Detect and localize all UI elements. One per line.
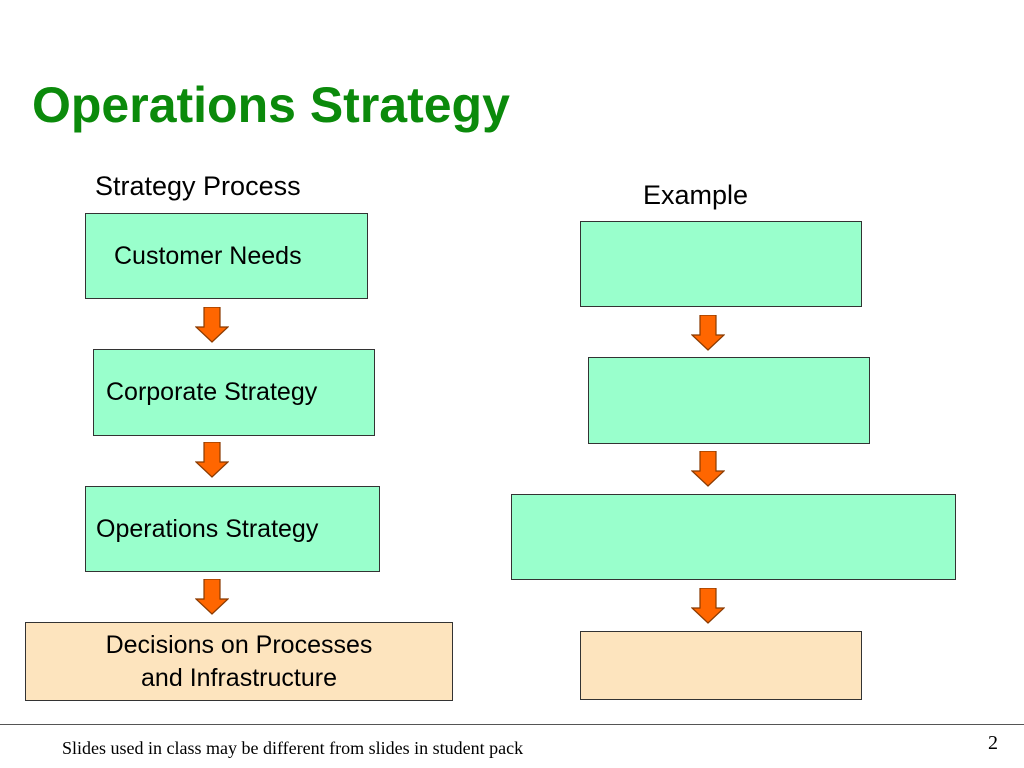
- process-step-decisions: Decisions on Processes and Infrastructur…: [25, 622, 453, 701]
- process-step-label: Decisions on Processes and Infrastructur…: [105, 630, 373, 692]
- process-step-label: Customer Needs: [114, 241, 302, 270]
- process-step-operations-strategy: Operations Strategy: [85, 486, 380, 572]
- example-step-2: [588, 357, 870, 444]
- process-step-customer-needs: Customer Needs: [85, 213, 368, 299]
- down-arrow-icon: [195, 442, 229, 478]
- example-step-4: [580, 631, 862, 700]
- down-arrow-icon: [691, 588, 725, 624]
- process-heading: Strategy Process: [95, 171, 301, 201]
- footer-divider: [0, 724, 1024, 725]
- down-arrow-icon: [691, 315, 725, 351]
- down-arrow-icon: [691, 451, 725, 487]
- example-heading: Example: [643, 180, 749, 210]
- example-step-3: [511, 494, 956, 580]
- down-arrow-icon: [195, 579, 229, 615]
- page-number: 2: [988, 732, 998, 754]
- down-arrow-icon: [195, 307, 229, 343]
- process-step-label: Corporate Strategy: [106, 378, 318, 406]
- process-step-label: Operations Strategy: [96, 514, 319, 543]
- example-step-1: [580, 221, 862, 307]
- slide-title: Operations Strategy: [32, 77, 510, 133]
- process-step-corporate-strategy: Corporate Strategy: [93, 349, 375, 436]
- footer-note: Slides used in class may be different fr…: [62, 738, 524, 758]
